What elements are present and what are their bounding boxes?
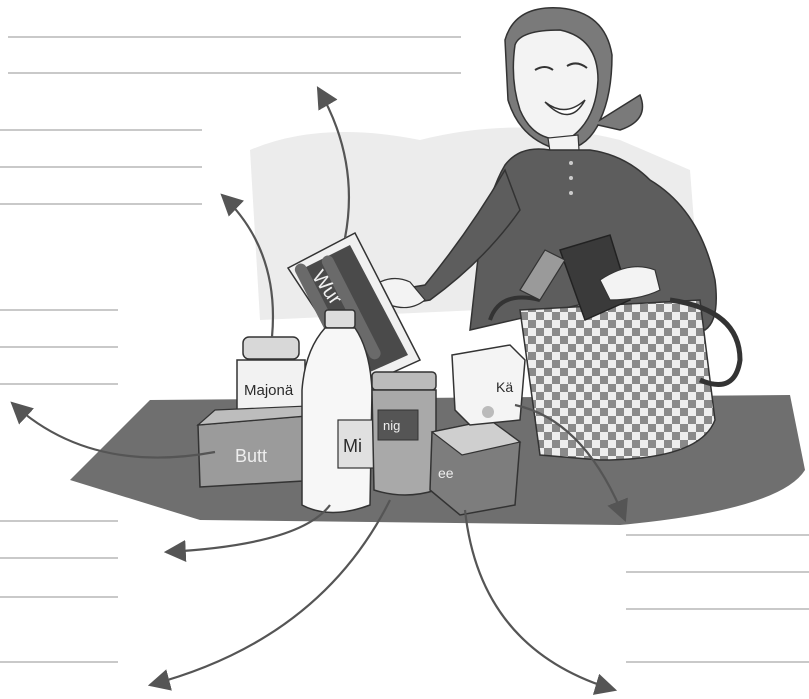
butter-label: Butt [235,446,267,466]
tea-box: ee [430,420,520,515]
honey-label: nig [383,418,400,433]
arrow-honey [150,500,390,685]
mayonnaise-label: Majonä [244,382,294,399]
cheese-block: Kä [452,345,525,425]
honey-jar: nig [372,372,436,495]
cheese-label: Kä [496,379,513,395]
arrow-tea [465,510,615,690]
milk-label: Mi [343,436,362,456]
tea-label: ee [438,465,454,481]
